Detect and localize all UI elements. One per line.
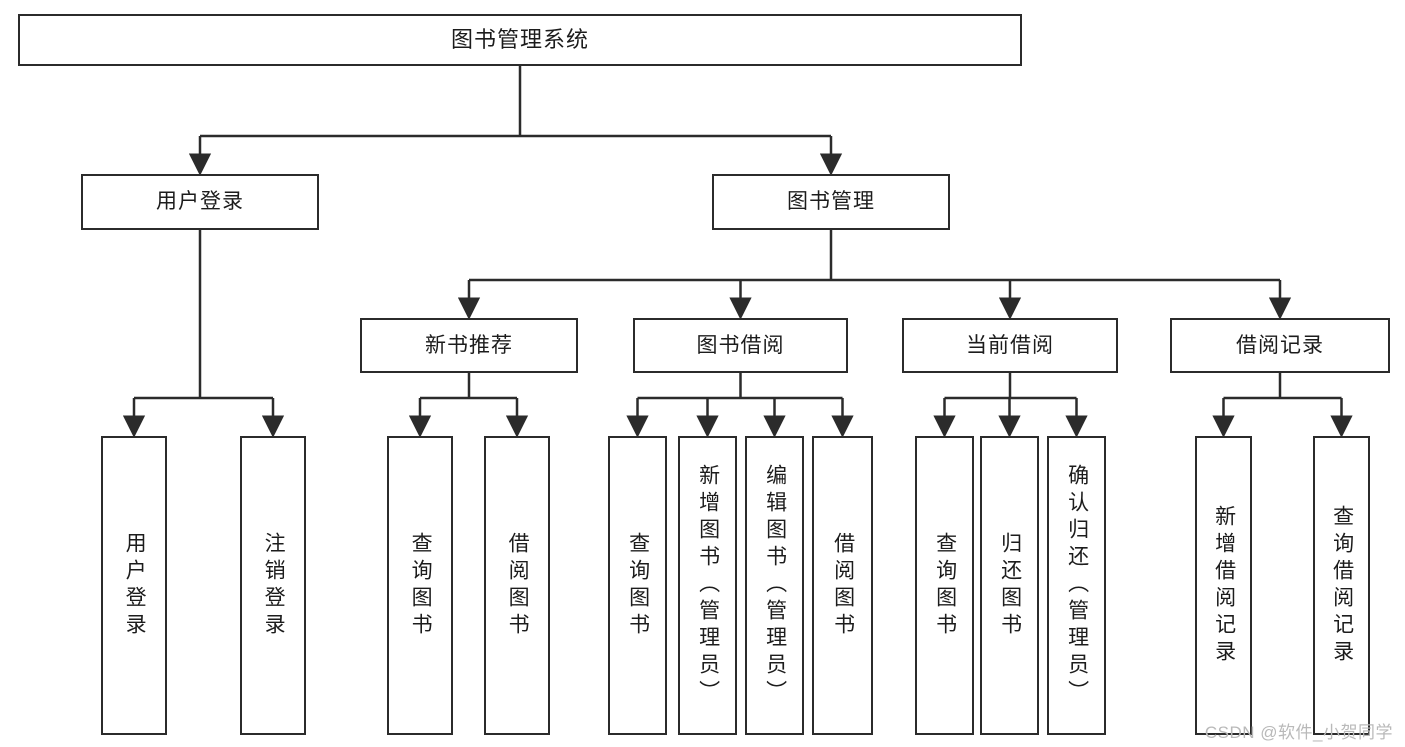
node-bookmgmt[interactable]: 图书管理 [712, 174, 950, 230]
node-leaf-login[interactable]: 用户登录 [101, 436, 167, 735]
node-records[interactable]: 借阅记录 [1170, 318, 1390, 373]
node-leaf-cu-q[interactable]: 查询图书 [915, 436, 974, 735]
node-label: 查询图书 [409, 531, 433, 640]
node-current[interactable]: 当前借阅 [902, 318, 1118, 373]
node-label: 图书借阅 [696, 333, 785, 357]
node-label: 借阅图书 [506, 531, 530, 640]
node-leaf-cu-cf[interactable]: 确认归还（管理员） [1047, 436, 1106, 735]
node-label: 图书管理 [787, 190, 875, 214]
node-label: 新增借阅记录 [1212, 504, 1236, 667]
node-label: 查询图书 [933, 531, 957, 640]
node-leaf-logout[interactable]: 注销登录 [240, 436, 306, 735]
node-label: 新增图书（管理员） [696, 464, 720, 707]
node-leaf-rc-add[interactable]: 新增借阅记录 [1195, 436, 1252, 735]
node-label: 查询图书 [626, 531, 650, 640]
node-label: 编辑图书（管理员） [763, 464, 787, 707]
node-label: 查询借阅记录 [1330, 504, 1354, 667]
node-login[interactable]: 用户登录 [81, 174, 319, 230]
node-label: 图书管理系统 [450, 26, 589, 52]
node-leaf-rc-q[interactable]: 查询借阅记录 [1313, 436, 1370, 735]
node-root[interactable]: 图书管理系统 [18, 14, 1022, 66]
node-label: 用户登录 [123, 531, 147, 640]
node-leaf-bw-b[interactable]: 借阅图书 [812, 436, 873, 735]
watermark: CSDN @软件_小贺同学 [1204, 723, 1393, 742]
node-label: 当前借阅 [966, 333, 1054, 357]
node-label: 借阅记录 [1236, 333, 1324, 357]
node-label: 注销登录 [262, 531, 286, 640]
node-label: 归还图书 [998, 531, 1022, 640]
node-borrow[interactable]: 图书借阅 [633, 318, 848, 373]
node-label: 新书推荐 [425, 333, 513, 357]
node-label: 用户登录 [156, 190, 244, 214]
node-label: 借阅图书 [831, 531, 855, 640]
node-leaf-bw-ed[interactable]: 编辑图书（管理员） [745, 436, 804, 735]
node-label: 确认归还（管理员） [1065, 464, 1089, 707]
node-leaf-bw-add[interactable]: 新增图书（管理员） [678, 436, 737, 735]
node-leaf-nb-b[interactable]: 借阅图书 [484, 436, 550, 735]
node-newbook[interactable]: 新书推荐 [360, 318, 578, 373]
node-leaf-bw-q[interactable]: 查询图书 [608, 436, 667, 735]
node-leaf-nb-q[interactable]: 查询图书 [387, 436, 453, 735]
node-leaf-cu-r[interactable]: 归还图书 [980, 436, 1039, 735]
